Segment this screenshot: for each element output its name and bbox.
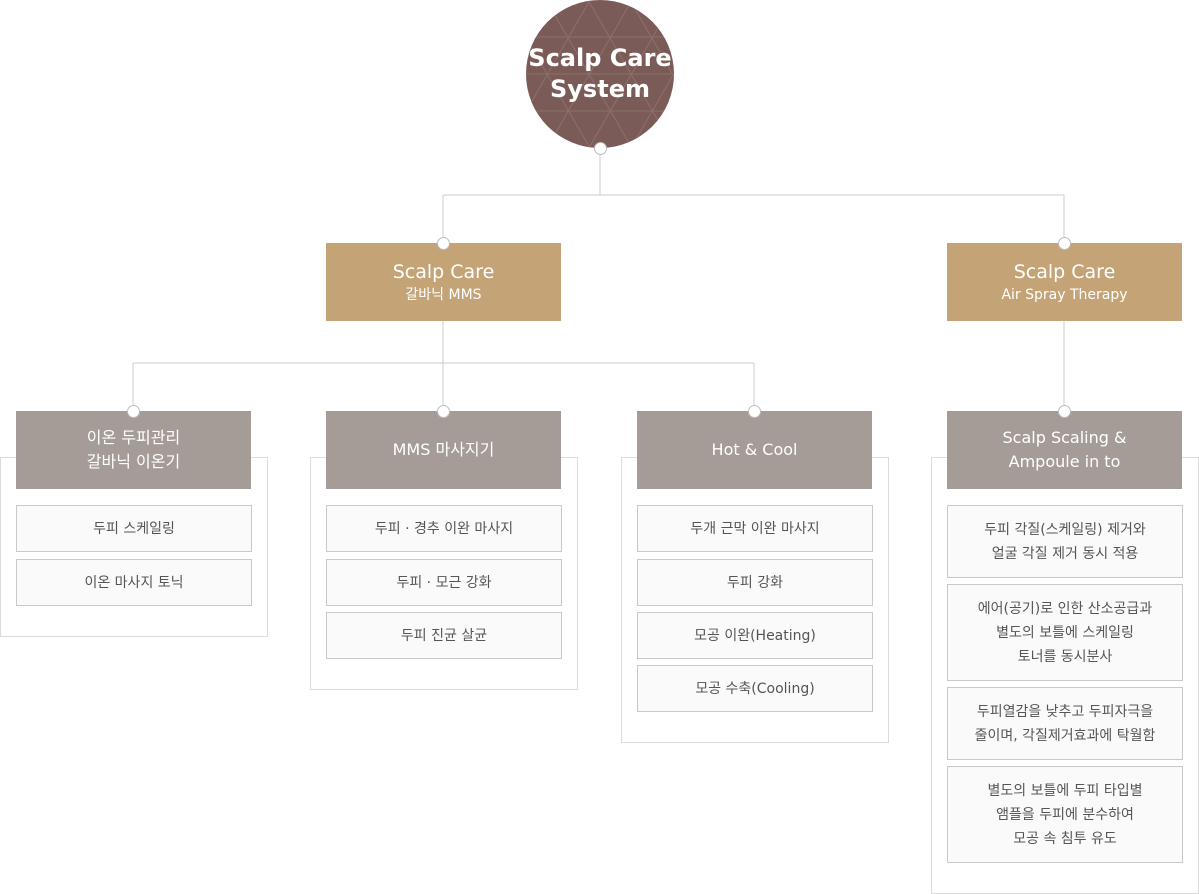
list-item: 별도의 보틀에 두피 타입별 앰플을 두피에 분수하여 모공 속 침투 유도 (947, 766, 1183, 863)
list-item: 두피 각질(스케일링) 제거와 얼굴 각질 제거 동시 적용 (947, 505, 1183, 578)
list-item: 모공 수축(Cooling) (637, 665, 873, 712)
item-text: 별도의 보틀에 두피 타입별 (987, 782, 1143, 799)
header-line: 이온 두피관리 (86, 428, 181, 447)
list-item: 두피 스케일링 (16, 505, 252, 552)
list-item: 두피 · 경추 이완 마사지 (326, 505, 562, 552)
list-item: 두피 진균 살균 (326, 612, 562, 659)
connector-dot (1058, 237, 1071, 250)
item-text: 두피 진균 살균 (400, 627, 488, 644)
list-item: 두개 근막 이완 마사지 (637, 505, 873, 552)
header-line: Hot & Cool (711, 440, 798, 459)
header-line: MMS 마사지기 (392, 440, 495, 459)
connector-dot (748, 405, 761, 418)
list-item: 두피열감을 낮추고 두피자극을 줄이며, 각질제거효과에 탁월함 (947, 687, 1183, 760)
item-text: 두피 · 경추 이완 마사지 (374, 520, 514, 537)
header-line: Scalp Scaling & (1002, 428, 1127, 447)
item-text: 모공 이완(Heating) (694, 627, 816, 644)
item-text: 두피 각질(스케일링) 제거와 (984, 521, 1146, 538)
branch-subtitle: Air Spray Therapy (1001, 286, 1128, 303)
header-ion-care: 이온 두피관리 갈바닉 이온기 (16, 411, 251, 489)
root-node: Scalp Care System (526, 0, 674, 148)
connector-dot (127, 405, 140, 418)
item-text: 에어(공기)로 인한 산소공급과 (977, 600, 1153, 617)
header-hot-cool: Hot & Cool (637, 411, 872, 489)
branch-title: Scalp Care (392, 260, 495, 283)
root-title-line2: System (550, 75, 650, 103)
header-line: 갈바닉 이온기 (86, 452, 181, 471)
connector-dot (437, 237, 450, 250)
header-scaling-ampoule: Scalp Scaling & Ampoule in to (947, 411, 1182, 489)
list-item: 모공 이완(Heating) (637, 612, 873, 659)
header-line: Ampoule in to (1008, 452, 1121, 471)
item-text: 별도의 보틀에 스케일링 (996, 624, 1134, 641)
root-title-line1: Scalp Care (528, 44, 672, 72)
item-text: 이온 마사지 토닉 (84, 574, 184, 591)
connector-dot (594, 142, 607, 155)
item-text: 두피 강화 (727, 574, 783, 591)
item-text: 두개 근막 이완 마사지 (690, 520, 820, 537)
branch-air-spray: Scalp Care Air Spray Therapy (947, 243, 1182, 321)
item-text: 두피열감을 낮추고 두피자극을 (976, 703, 1154, 720)
list-item: 이온 마사지 토닉 (16, 559, 252, 606)
branch-title: Scalp Care (1013, 260, 1116, 283)
connector-dot (1058, 405, 1071, 418)
item-text: 줄이며, 각질제거효과에 탁월함 (974, 727, 1156, 744)
item-text: 토너를 동시분사 (1017, 648, 1113, 665)
header-mms-massage: MMS 마사지기 (326, 411, 561, 489)
branch-galvanic-mms: Scalp Care 갈바닉 MMS (326, 243, 561, 321)
item-text: 얼굴 각질 제거 동시 적용 (991, 545, 1139, 562)
list-item: 두피 강화 (637, 559, 873, 606)
item-text: 두피 스케일링 (93, 520, 175, 537)
triangle-pattern (526, 0, 674, 148)
list-item: 두피 · 모근 강화 (326, 559, 562, 606)
connector-dot (437, 405, 450, 418)
item-text: 모공 수축(Cooling) (695, 680, 815, 697)
list-item: 에어(공기)로 인한 산소공급과 별도의 보틀에 스케일링 토너를 동시분사 (947, 584, 1183, 681)
item-text: 두피 · 모근 강화 (396, 574, 492, 591)
branch-subtitle: 갈바닉 MMS (405, 286, 482, 303)
item-text: 앰플을 두피에 분수하여 (996, 806, 1134, 823)
item-text: 모공 속 침투 유도 (1013, 830, 1117, 847)
